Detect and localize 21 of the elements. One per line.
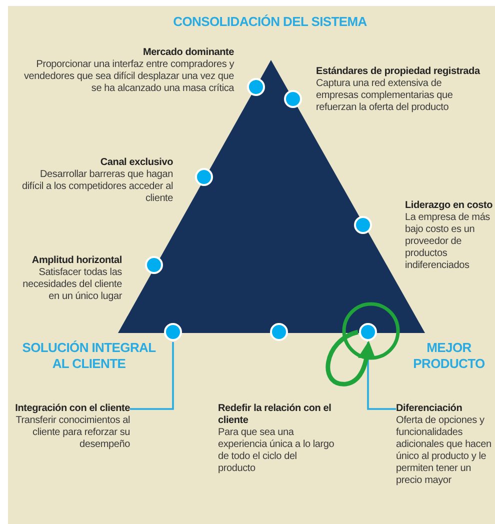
callout-text: Captura una red extensiva de empresas complementarias que refuerzan la oferta del producto: [316, 78, 454, 114]
callout-heading: Amplitud horizontal: [30, 255, 122, 267]
callout-heading: Mercado dominante: [142, 47, 234, 59]
callout-heading: Liderazgo en costo: [405, 200, 494, 212]
callout-text: La empresa de más bajo costo es un proveedor de productos indiferenciados: [405, 212, 491, 272]
callout-heading: Integración con el cliente: [14, 403, 130, 415]
callout-text: Satisfacer todas las necesidades del cliente en un único lugar: [22, 267, 122, 303]
callout-heading: Diferenciación: [396, 403, 464, 415]
section-heading: CONSOLIDACIÓN DEL SISTEMA: [172, 14, 368, 30]
loop-arrow: [326, 330, 376, 386]
callout-text: Transferir conocimientos al cliente para reforzar su desempeño: [14, 415, 130, 451]
leader-line: [130, 342, 174, 410]
callout-text: Para que sea una experiencia única a lo largo de todo el ciclo del producto: [218, 427, 336, 475]
callout-text: Desarrollar barreras que hagan difícil a los competidores acceder al cliente: [20, 169, 173, 205]
section-heading: SOLUCIÓN INTEGRAL AL CLIENTE: [21, 340, 157, 372]
callout-heading: Estándares de propiedad registrada: [316, 66, 482, 78]
section-heading: MEJOR PRODUCTO: [412, 340, 486, 372]
callout-text: Oferta de opciones y funcionalidades adicionales que hacen único al producto y le permiten tener un precio mayor: [396, 415, 492, 487]
callout-text: Proporcionar una interfaz entre compradores y vendedores que sea difícil desplazar una vez que se ha alcanzado una masa crítica: [23, 59, 234, 95]
callout-heading: Redefir la relación con el cliente: [218, 403, 332, 427]
callout-heading: Canal exclusivo: [99, 157, 173, 169]
